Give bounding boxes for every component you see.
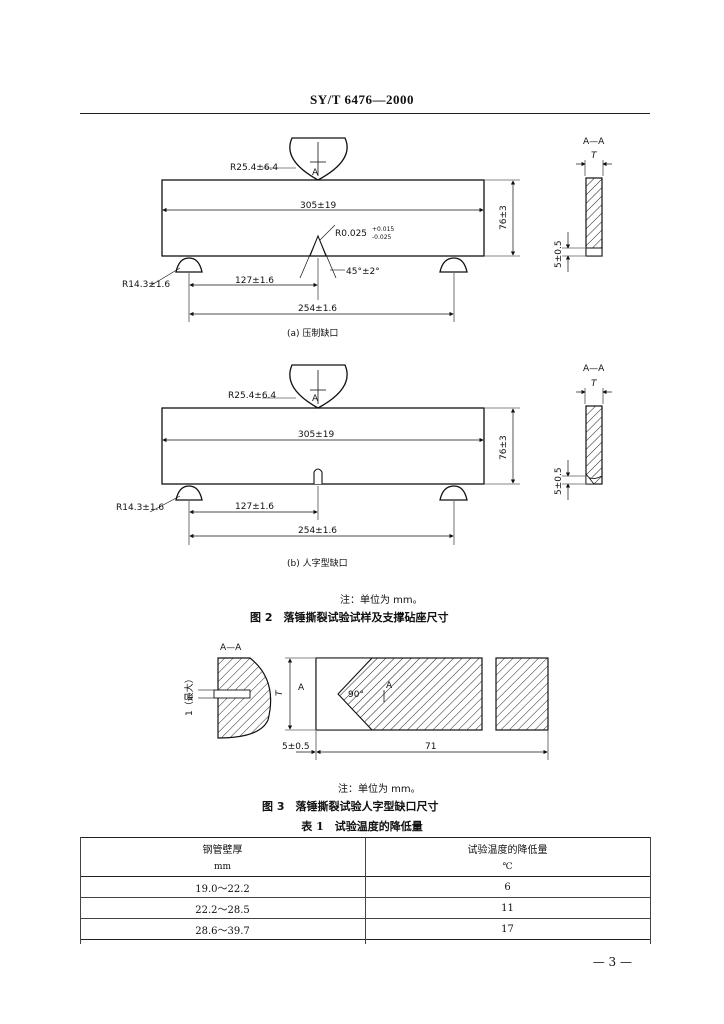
fig2a-notch-angle: 45°±2° xyxy=(346,267,380,277)
table-border-right xyxy=(650,837,651,944)
table1: 钢管壁厚 试验温度的降低量 mm ℃ 19.0～22.2 6 22.2～28.5… xyxy=(80,837,650,940)
table-header-reduction: 试验温度的降低量 xyxy=(365,837,650,858)
figure3-drawing xyxy=(198,657,549,760)
table-cell-thickness: 22.2～28.5 xyxy=(80,897,365,919)
fig3-note: 注：单位为 mm。 xyxy=(338,782,421,795)
page-number: — 3 — xyxy=(592,955,632,969)
striker-a xyxy=(289,137,348,181)
support-right-b xyxy=(439,485,468,501)
fig2a-height: 76±3 xyxy=(499,205,509,230)
table-cell-reduction: 11 xyxy=(365,897,650,919)
support-right-a xyxy=(439,257,468,273)
table-unit-celsius: ℃ xyxy=(365,858,650,877)
fig2a-section xyxy=(562,160,612,272)
figure2a-drawing xyxy=(149,137,520,322)
fig3-title: 图 3 落锤撕裂试验人字型缺口尺寸 xyxy=(262,799,438,813)
specimen-bar-a xyxy=(161,179,485,257)
fig2b-section-title: A—A xyxy=(583,364,605,374)
fig3-angle: 90° xyxy=(348,690,364,700)
table-divider xyxy=(365,837,366,944)
fig2a-notch-depth: 5±0.5 xyxy=(554,240,564,268)
fig2a-section-title: A—A xyxy=(583,137,605,147)
fig3-section-mark: A xyxy=(386,681,393,691)
standard-header: SY/T 6476—2000 xyxy=(310,92,414,107)
fig3-section-mark-left: A xyxy=(298,683,305,693)
table-border-left xyxy=(80,837,81,944)
fig2a-half-span: 127±1.6 xyxy=(235,276,274,286)
figure2b-drawing xyxy=(149,364,520,545)
specimen-bar-b xyxy=(161,407,485,485)
table-row: 22.2～28.5 11 xyxy=(80,897,650,919)
fig2a-radius-top: R25.4±6.4 xyxy=(230,163,278,173)
striker-b xyxy=(289,364,348,409)
fig2b-length: 305±19 xyxy=(298,430,334,440)
fig3-slot: 1（最大） xyxy=(183,674,195,716)
fig2a-span: 254±1.6 xyxy=(298,304,337,314)
fig2b-radius-top: R25.4±6.4 xyxy=(228,391,276,401)
header-rule xyxy=(80,113,650,114)
fig2b-span: 254±1.6 xyxy=(298,526,337,536)
table-cell-thickness: 28.6～39.7 xyxy=(80,918,365,940)
support-left-b xyxy=(175,485,203,501)
table-units-row: mm ℃ xyxy=(80,858,650,877)
fig2a-length: 305±19 xyxy=(300,201,336,211)
table-cell-thickness: 19.0～22.2 xyxy=(80,876,365,898)
fig2b-height: 76±3 xyxy=(499,435,509,460)
table-row: 28.6～39.7 17 xyxy=(80,918,650,940)
fig2a-notch-tol-upper: +0.015 xyxy=(372,226,394,233)
fig2b-notch-depth: 5±0.5 xyxy=(554,467,564,495)
fig2a-caption: (a) 压制缺口 xyxy=(287,327,338,339)
fig3-depth: 5±0.5 xyxy=(282,742,310,752)
fig2b-section-mark: A xyxy=(312,394,319,404)
table-cell-reduction: 6 xyxy=(365,876,650,898)
fig3-thickness: T xyxy=(275,689,285,696)
support-left-a xyxy=(175,257,203,273)
table-unit-mm: mm xyxy=(80,858,365,877)
fig2b-caption: (b) 人字型缺口 xyxy=(287,557,348,569)
fig2-title: 图 2 落锤撕裂试验试样及支撑砧座尺寸 xyxy=(250,610,448,624)
fig3-section-title: A—A xyxy=(220,643,242,653)
fig2b-section xyxy=(562,388,612,500)
fig2b-radius-support: R14.3±1.6 xyxy=(116,503,164,513)
fig2a-radius-support: R14.3±1.6 xyxy=(122,280,170,290)
table-row: 19.0～22.2 6 xyxy=(80,876,650,898)
table-header-thickness: 钢管壁厚 xyxy=(80,837,365,858)
fig2a-notch-tol-lower: -0.025 xyxy=(372,234,392,241)
fig2-note: 注：单位为 mm。 xyxy=(340,593,423,606)
fig2b-thickness: T xyxy=(591,379,598,389)
fig2a-section-mark: A xyxy=(312,168,319,178)
table1-title: 表 1 试验温度的降低量 xyxy=(301,820,423,833)
table-header-row: 钢管壁厚 试验温度的降低量 xyxy=(80,837,650,858)
fig2a-notch-radius: R0.025 xyxy=(335,229,367,239)
fig3-length: 71 xyxy=(425,742,436,752)
fig2b-half-span: 127±1.6 xyxy=(235,502,274,512)
fig2a-thickness: T xyxy=(591,151,598,161)
table-cell-reduction: 17 xyxy=(365,918,650,940)
